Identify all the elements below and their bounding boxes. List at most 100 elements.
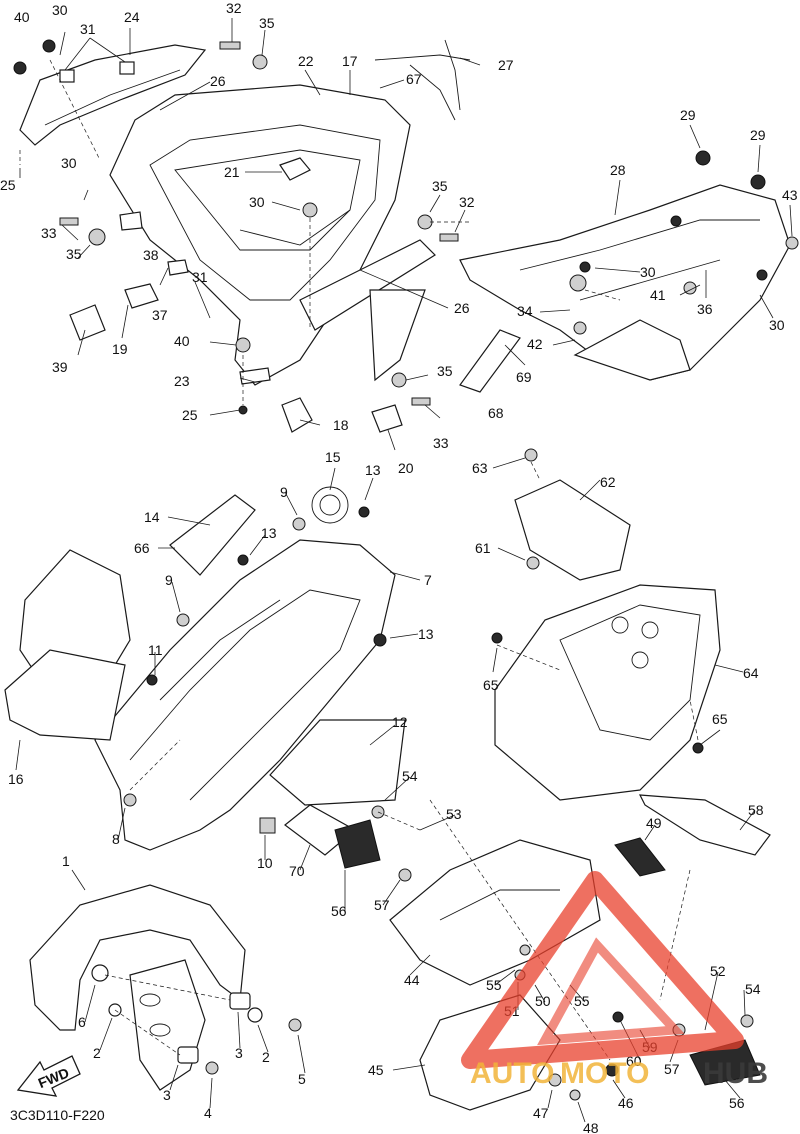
callout-13: 13 <box>418 626 434 642</box>
callout-30: 30 <box>61 155 77 171</box>
fwd-arrow-icon: FWD <box>16 1055 81 1097</box>
callout-33: 33 <box>433 435 449 451</box>
callout-21: 21 <box>224 164 240 180</box>
watermark-moto: MOTO <box>560 1057 649 1090</box>
callout-9: 9 <box>165 572 173 588</box>
callout-70: 70 <box>289 863 305 879</box>
watermark-auto: AUTO <box>470 1057 554 1090</box>
callout-30: 30 <box>640 264 656 280</box>
callout-27: 27 <box>498 57 514 73</box>
callout-32: 32 <box>226 0 242 16</box>
callout-35: 35 <box>259 15 275 31</box>
callout-64: 64 <box>743 665 759 681</box>
callout-40: 40 <box>14 9 30 25</box>
callout-26: 26 <box>210 73 226 89</box>
callout-39: 39 <box>52 359 68 375</box>
callout-34: 34 <box>517 303 533 319</box>
callout-7: 7 <box>424 572 432 588</box>
callout-52: 52 <box>710 963 726 979</box>
callout-35: 35 <box>66 246 82 262</box>
callout-56: 56 <box>729 1095 745 1111</box>
callout-24: 24 <box>124 9 140 25</box>
callout-47: 47 <box>533 1105 549 1121</box>
rear-fender-group <box>334 479 771 1111</box>
callout-62: 62 <box>600 474 616 490</box>
front-fender-part <box>29 884 246 1031</box>
leader-lines <box>15 18 793 1123</box>
clip-part <box>59 69 75 83</box>
callout-36: 36 <box>697 301 713 317</box>
callout-4: 4 <box>204 1105 212 1121</box>
callout-49: 49 <box>646 815 662 831</box>
callout-9: 9 <box>280 484 288 500</box>
callout-61: 61 <box>475 540 491 556</box>
rear-frame-part <box>94 539 396 851</box>
callout-28: 28 <box>610 162 626 178</box>
callout-13: 13 <box>261 525 277 541</box>
callout-22: 22 <box>298 53 314 69</box>
callout-65: 65 <box>483 677 499 693</box>
callout-68: 68 <box>488 405 504 421</box>
callout-29: 29 <box>750 127 766 143</box>
callout-11: 11 <box>148 642 163 658</box>
callout-41: 41 <box>650 287 666 303</box>
callout-37: 37 <box>152 307 168 323</box>
subframe-bracket-group <box>459 184 791 381</box>
callout-2: 2 <box>93 1045 101 1061</box>
callout-50: 50 <box>535 993 551 1009</box>
callout-29: 29 <box>680 107 696 123</box>
callout-13: 13 <box>365 462 381 478</box>
callout-26: 26 <box>454 300 470 316</box>
callout-57: 57 <box>374 897 390 913</box>
callout-67: 67 <box>406 71 422 87</box>
callout-31: 31 <box>192 269 208 285</box>
callout-60: 60 <box>626 1053 642 1069</box>
callout-45: 45 <box>368 1062 384 1078</box>
callout-57: 57 <box>664 1061 680 1077</box>
callout-19: 19 <box>112 341 128 357</box>
rear-fender-part <box>494 584 721 801</box>
callout-25: 25 <box>0 177 16 193</box>
callout-66: 66 <box>134 540 150 556</box>
callout-30: 30 <box>249 194 265 210</box>
callout-6: 6 <box>78 1014 86 1030</box>
callout-65: 65 <box>712 711 728 727</box>
callout-30: 30 <box>52 2 68 18</box>
callout-46: 46 <box>618 1095 634 1111</box>
clip-part <box>119 61 135 75</box>
callout-48: 48 <box>583 1120 599 1134</box>
callout-2: 2 <box>262 1049 270 1065</box>
callout-63: 63 <box>472 460 488 476</box>
assembly-lines <box>19 59 699 1061</box>
callout-31: 31 <box>80 21 96 37</box>
callout-38: 38 <box>143 247 159 263</box>
watermark-logo: AUTO MOTO HUB <box>461 871 768 1090</box>
watermark-hub: HUB <box>703 1057 768 1090</box>
seat-cowl-upper-group <box>19 39 521 433</box>
callout-35: 35 <box>432 178 448 194</box>
callout-69: 69 <box>516 369 532 385</box>
callout-56: 56 <box>331 903 347 919</box>
fastener-marks <box>13 39 799 1101</box>
callout-15: 15 <box>325 449 341 465</box>
callout-55: 55 <box>486 977 502 993</box>
callout-54: 54 <box>402 768 418 784</box>
callout-5: 5 <box>298 1071 306 1087</box>
diagram-code: 3C3D110-F220 <box>10 1107 105 1123</box>
callout-23: 23 <box>174 373 190 389</box>
callout-3: 3 <box>235 1045 243 1061</box>
callout-43: 43 <box>782 187 798 203</box>
callout-32: 32 <box>459 194 475 210</box>
callout-55: 55 <box>574 993 590 1009</box>
callout-14: 14 <box>144 509 160 525</box>
callout-20: 20 <box>398 460 414 476</box>
callout-10: 10 <box>257 855 273 871</box>
callout-35: 35 <box>437 363 453 379</box>
callout-30: 30 <box>769 317 785 333</box>
callout-1: 1 <box>62 853 70 869</box>
callout-16: 16 <box>8 771 24 787</box>
callout-12: 12 <box>392 714 408 730</box>
callout-44: 44 <box>404 972 420 988</box>
